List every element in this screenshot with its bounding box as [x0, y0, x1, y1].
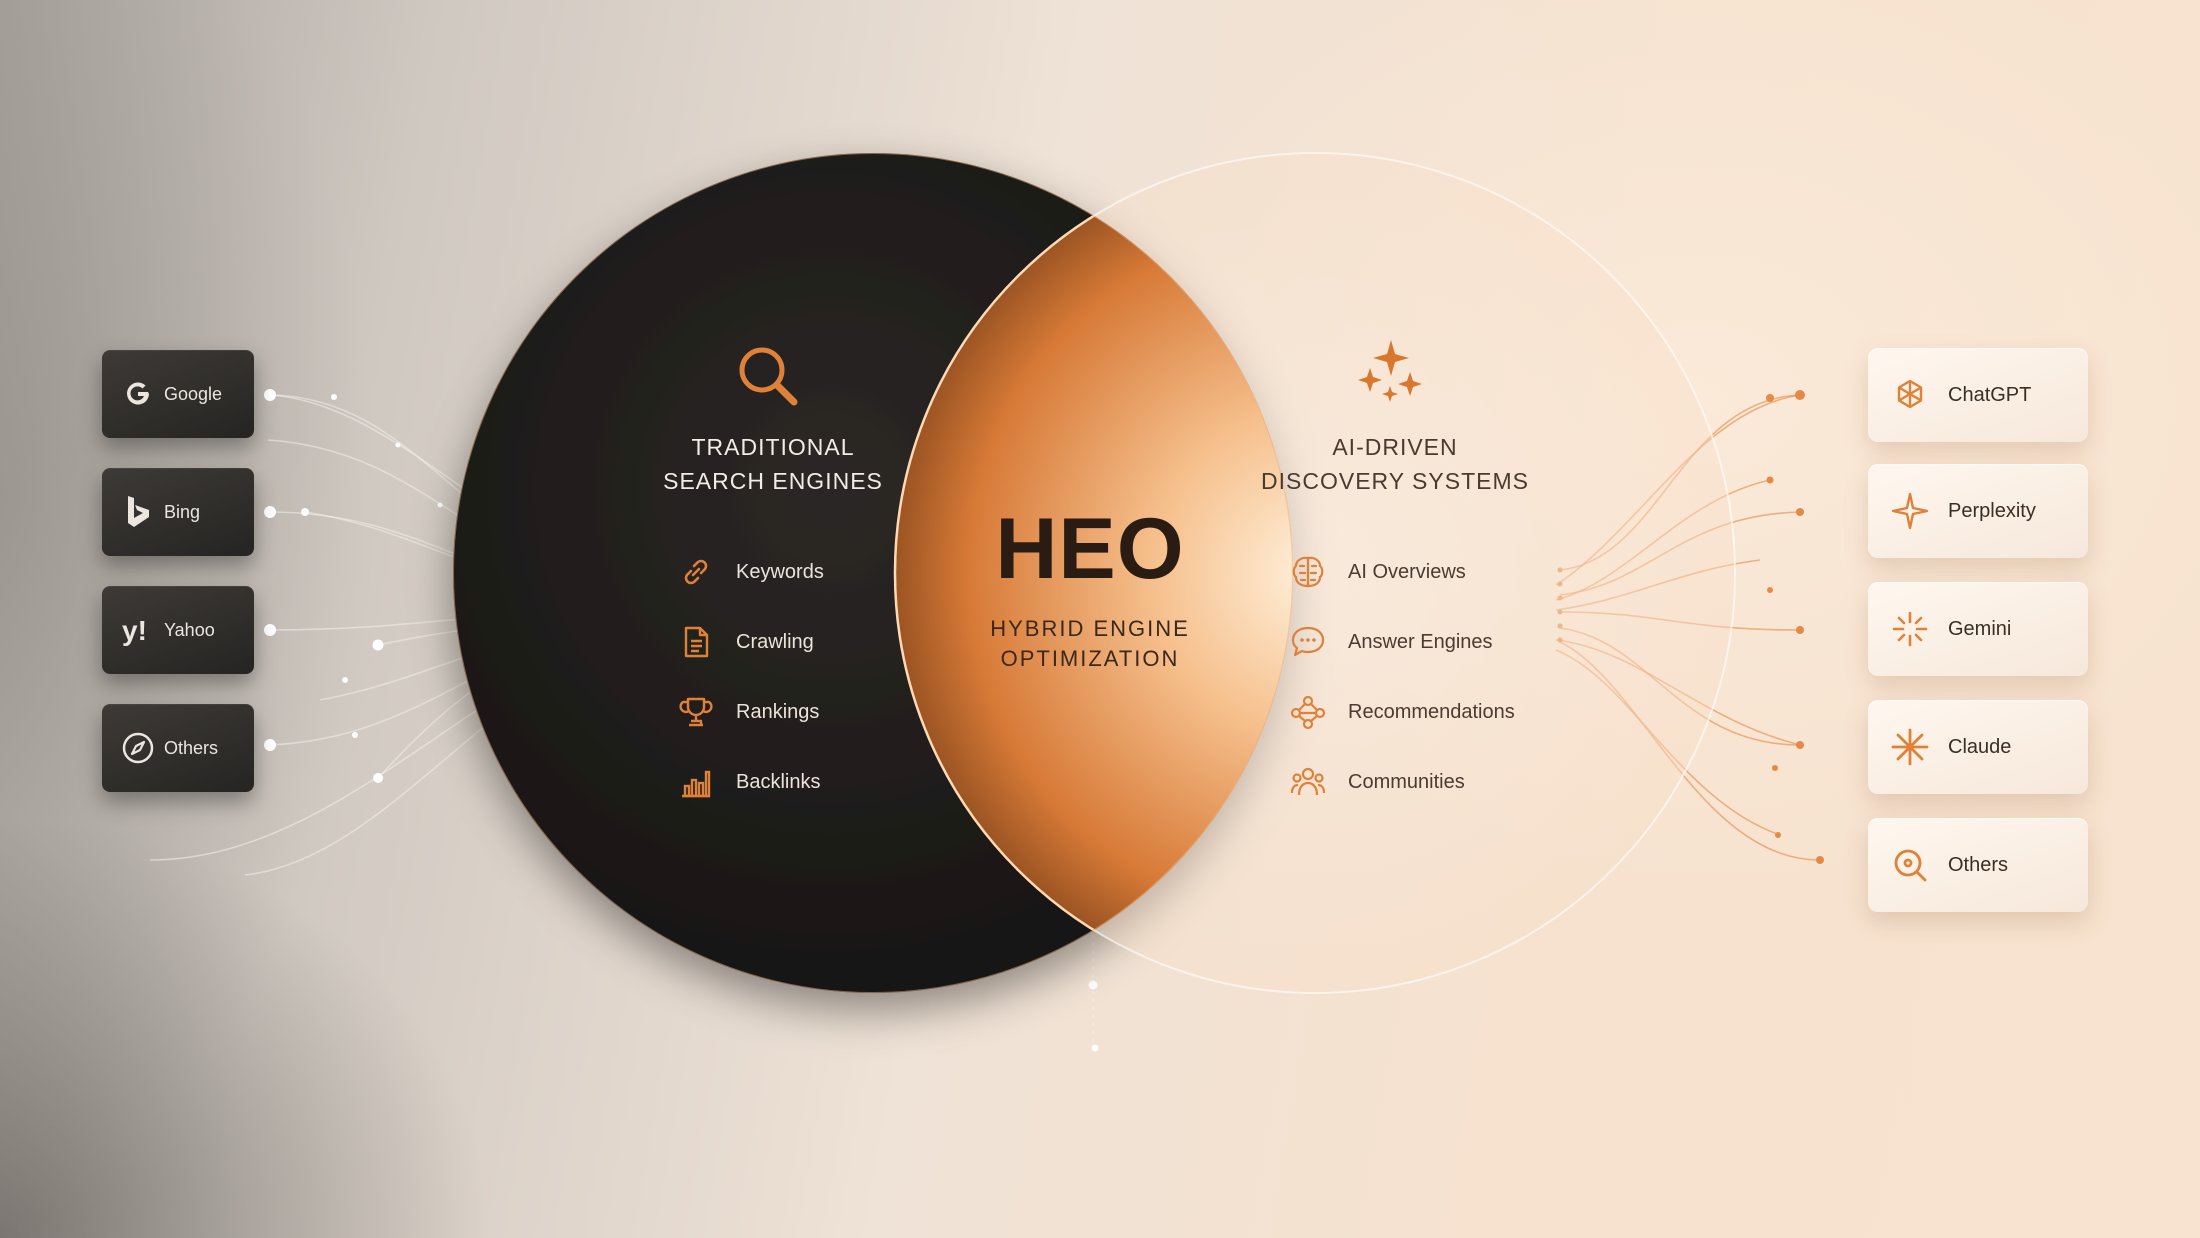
ai-card-claude[interactable]: Claude: [1868, 700, 2088, 794]
people-icon: [1288, 762, 1328, 802]
ai-label: Claude: [1948, 735, 2012, 758]
feature-keywords: Keywords: [676, 552, 824, 592]
link-icon: [676, 552, 716, 592]
yahoo-icon: y!: [112, 614, 164, 646]
bing-icon: [112, 494, 164, 530]
search-icon: [734, 342, 804, 417]
ai-card-gemini[interactable]: Gemini: [1868, 582, 2088, 676]
feature-label: Keywords: [736, 560, 824, 583]
trophy-icon: [676, 692, 716, 732]
feature-crawling: Crawling: [676, 622, 814, 662]
engine-card-google[interactable]: Google: [102, 350, 254, 438]
search-icon: [1888, 845, 1932, 885]
engine-card-bing[interactable]: Bing: [102, 468, 254, 556]
traditional-title: TRADITIONAL SEARCH ENGINES: [633, 430, 913, 498]
heo-title: HEO: [995, 501, 1185, 597]
sparkles-icon: [1352, 336, 1430, 419]
traditional-title-line2: SEARCH ENGINES: [663, 468, 883, 494]
document-icon: [676, 622, 716, 662]
feature-rankings: Rankings: [676, 692, 819, 732]
ai-title-line1: AI-DRIVEN: [1332, 434, 1458, 460]
brain-icon: [1288, 552, 1328, 592]
engine-label: Google: [164, 383, 223, 404]
feature-communities: Communities: [1288, 762, 1465, 802]
feature-backlinks: Backlinks: [676, 762, 820, 802]
ai-label: Others: [1948, 853, 2009, 876]
feature-answer-engines: Answer Engines: [1288, 622, 1493, 662]
ai-card-chatgpt[interactable]: ChatGPT: [1868, 348, 2088, 442]
engine-label: Yahoo: [164, 619, 215, 640]
feature-label: Recommendations: [1348, 700, 1515, 723]
heo-subtitle-line2: OPTIMIZATION: [1000, 646, 1180, 671]
feature-label: Crawling: [736, 630, 814, 653]
feature-ai-overviews: AI Overviews: [1288, 552, 1466, 592]
heo-subtitle-line1: HYBRID ENGINE: [990, 616, 1190, 641]
feature-label: Backlinks: [736, 770, 821, 793]
ai-label: Gemini: [1948, 617, 2012, 640]
google-icon: [112, 377, 164, 411]
ai-card-others[interactable]: Others: [1868, 818, 2088, 912]
engine-card-others[interactable]: Others: [102, 704, 254, 792]
feature-recommendations: Recommendations: [1288, 692, 1515, 732]
claude-icon: [1888, 727, 1932, 767]
engine-label: Bing: [164, 501, 201, 522]
chat-bubble-icon: [1288, 622, 1328, 662]
perplexity-icon: [1888, 491, 1932, 531]
ai-label: ChatGPT: [1948, 383, 2032, 406]
ai-title-line2: DISCOVERY SYSTEMS: [1261, 468, 1529, 494]
ai-title: AI-DRIVEN DISCOVERY SYSTEMS: [1235, 430, 1555, 498]
engine-label: Others: [164, 737, 219, 758]
feature-label: Answer Engines: [1348, 630, 1493, 653]
feature-label: Communities: [1348, 770, 1465, 793]
engine-card-yahoo[interactable]: y! Yahoo: [102, 586, 254, 674]
traditional-title-line1: TRADITIONAL: [691, 434, 855, 460]
bar-chart-icon: [676, 762, 716, 802]
compass-icon: [112, 731, 164, 765]
heo-subtitle: HYBRID ENGINE OPTIMIZATION: [960, 614, 1220, 674]
feature-label: Rankings: [736, 700, 820, 723]
svg-text:y!: y!: [122, 615, 147, 646]
overlap-glow: [895, 153, 1293, 993]
ai-card-perplexity[interactable]: Perplexity: [1868, 464, 2088, 558]
feature-label: AI Overviews: [1348, 560, 1466, 583]
ai-label: Perplexity: [1948, 499, 2036, 522]
chatgpt-icon: [1888, 375, 1932, 415]
network-icon: [1288, 692, 1328, 732]
gemini-icon: [1888, 609, 1932, 649]
